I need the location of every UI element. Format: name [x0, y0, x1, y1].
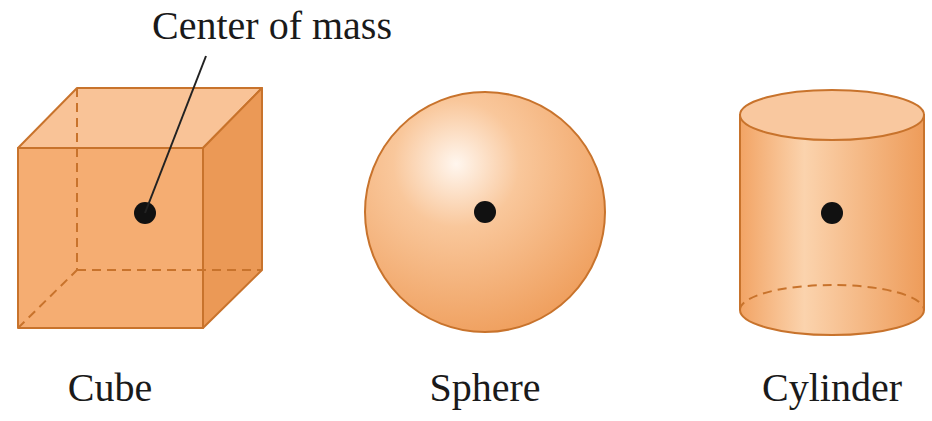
- callout-label: Center of mass: [152, 2, 392, 50]
- shape-name: Cube: [68, 364, 152, 412]
- cube-figure: [18, 88, 262, 328]
- leader-line: [145, 56, 206, 213]
- center-dot: [474, 201, 496, 223]
- shape-name: Cylinder: [762, 364, 902, 412]
- shape-name: Sphere: [429, 364, 540, 412]
- sphere-figure: [365, 92, 605, 332]
- cylinder-figure: [740, 90, 924, 335]
- center-dot: [821, 202, 843, 224]
